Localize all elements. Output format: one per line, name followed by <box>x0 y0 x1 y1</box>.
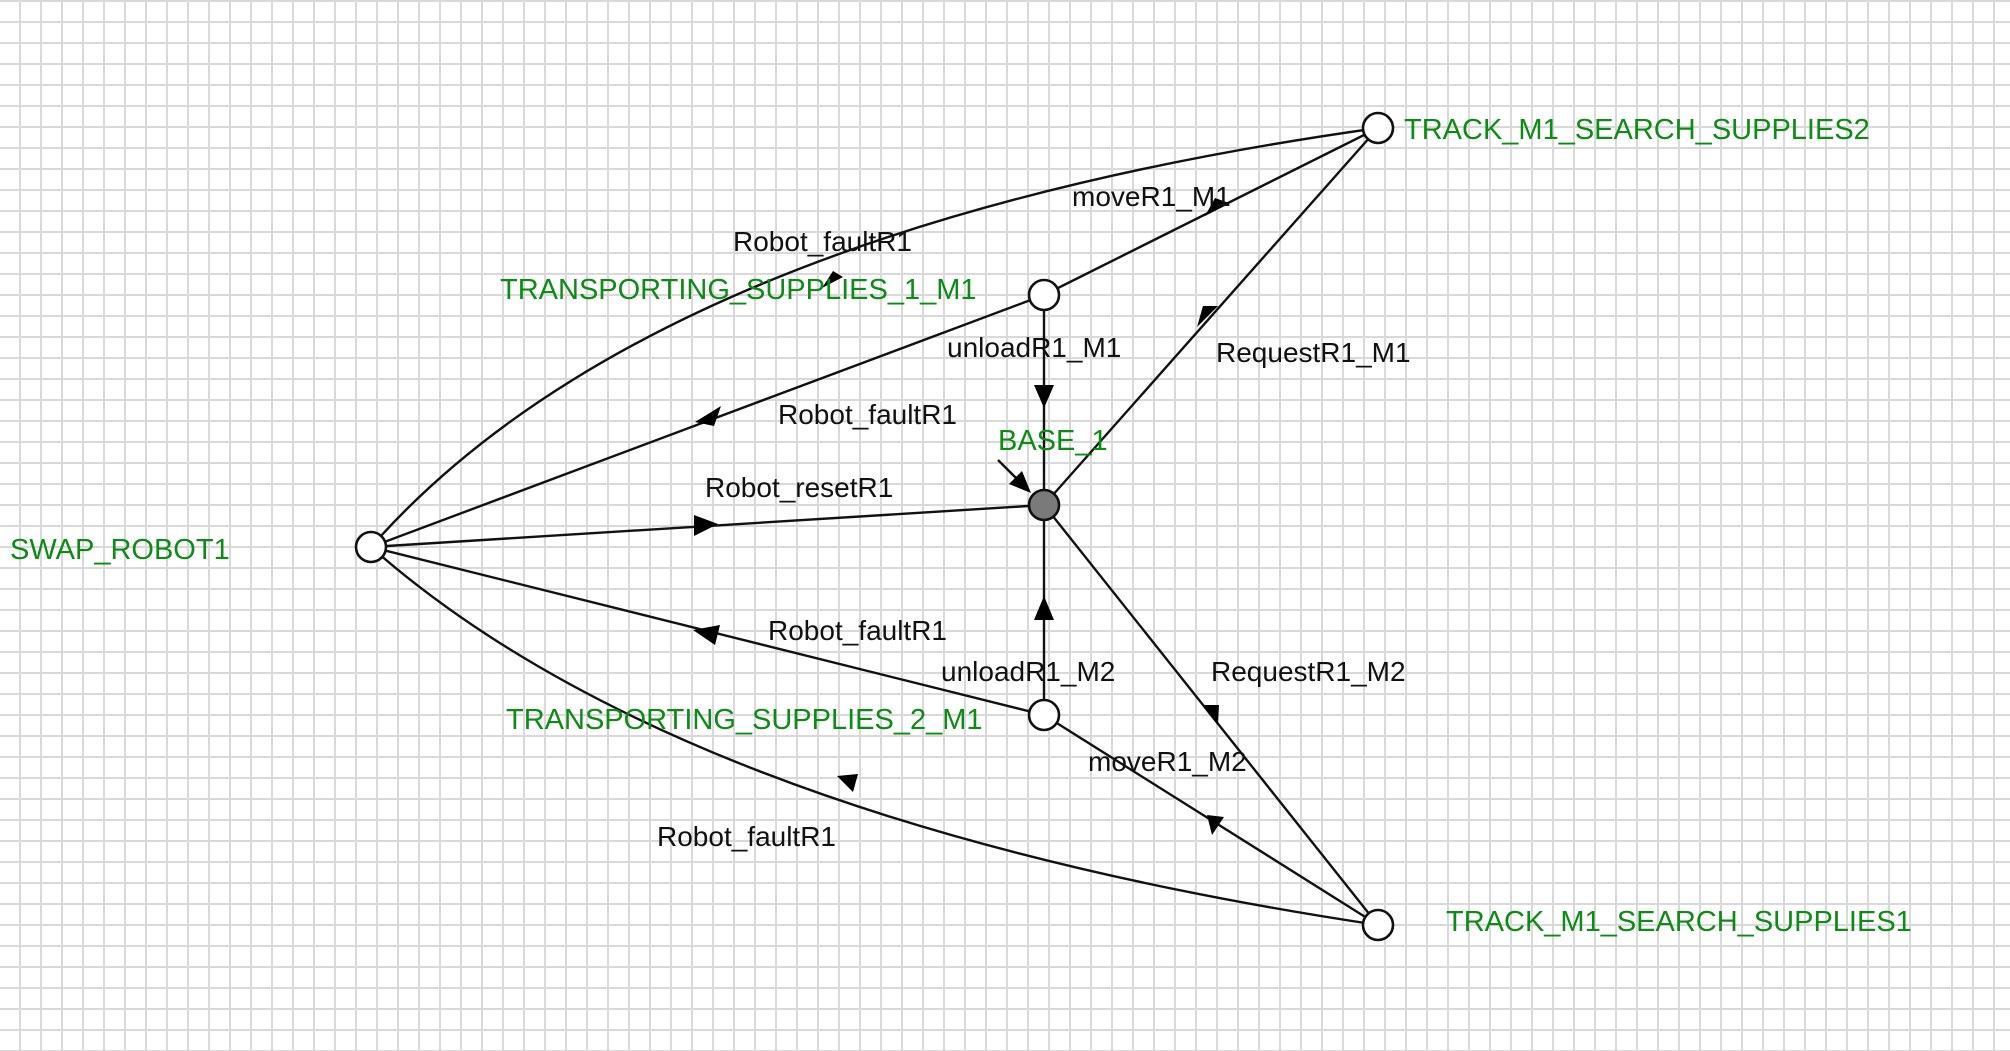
state-labels: BASE_1 SWAP_ROBOT1 TRANSPORTING_SUPPLIES… <box>10 114 1912 938</box>
state-label-transporting-2: TRANSPORTING_SUPPLIES_2_M1 <box>506 704 983 736</box>
transition-label-fault-transport2: Robot_faultR1 <box>768 615 947 646</box>
transition-label-unload-m2: unloadR1_M2 <box>941 656 1115 687</box>
arrowhead-reset <box>694 515 718 536</box>
states <box>354 111 1395 942</box>
transition-label-unload-m1: unloadR1_M1 <box>947 332 1121 363</box>
arrowhead-initial-state <box>1009 471 1031 493</box>
transition-label-request-m1: RequestR1_M1 <box>1216 337 1411 368</box>
transition-label-reset: Robot_resetR1 <box>705 472 893 503</box>
state-label-track-2: TRACK_M1_SEARCH_SUPPLIES2 <box>1404 114 1870 146</box>
arrowhead-track1-to-swap <box>837 774 858 792</box>
arrowhead-move-m1 <box>1205 198 1229 216</box>
transition-label-fault-track1: Robot_faultR1 <box>657 821 836 852</box>
state-node-base[interactable] <box>1027 488 1061 522</box>
state-node-swap-robot[interactable] <box>354 530 388 564</box>
state-node-track-2[interactable] <box>1361 111 1395 145</box>
transition-label-fault-track2: Robot_faultR1 <box>733 226 912 257</box>
arrowhead-fault-transport2 <box>693 625 720 645</box>
state-node-transporting-2[interactable] <box>1027 698 1061 732</box>
edge-base-to-track2[interactable] <box>1043 127 1379 506</box>
arrowhead-track2-to-swap <box>822 271 843 288</box>
arrowhead-unload-m2 <box>1034 596 1054 620</box>
state-label-swap-robot: SWAP_ROBOT1 <box>10 534 230 566</box>
edge-track2-to-swap[interactable] <box>370 126 1379 548</box>
transition-label-request-m2: RequestR1_M2 <box>1211 656 1406 687</box>
transition-label-move-m1: moveR1_M1 <box>1072 181 1231 212</box>
state-node-transporting-1[interactable] <box>1027 278 1061 312</box>
arrowhead-fault-transport1 <box>695 406 721 426</box>
transition-labels: moveR1_M1 RequestR1_M1 unloadR1_M1 Robot… <box>657 181 1411 852</box>
state-label-track-1: TRACK_M1_SEARCH_SUPPLIES1 <box>1446 906 1912 938</box>
transition-label-move-m2: moveR1_M2 <box>1088 746 1247 777</box>
arrowhead-request-m2 <box>1203 705 1219 725</box>
arrowhead-unload-m1 <box>1034 385 1054 408</box>
state-label-transporting-1: TRANSPORTING_SUPPLIES_1_M1 <box>500 274 977 306</box>
arrowhead-move-m2 <box>1207 815 1224 835</box>
state-label-base: BASE_1 <box>998 425 1108 457</box>
state-node-track-1[interactable] <box>1361 908 1395 942</box>
transition-label-fault-transport1: Robot_faultR1 <box>778 399 957 430</box>
edge-track1-to-swap[interactable] <box>370 546 1379 927</box>
arrowheads <box>693 198 1229 835</box>
arrowhead-request-m1 <box>1197 306 1218 327</box>
